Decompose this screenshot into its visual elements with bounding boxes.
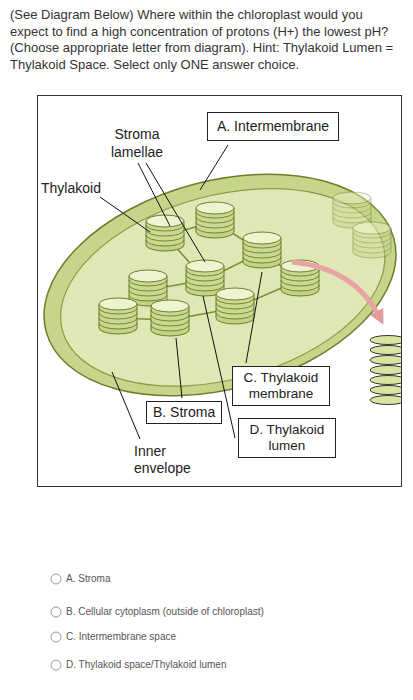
question-text: (See Diagram Below) Where within the chl… [10,7,403,73]
leader-line [100,197,150,232]
box-label: D. Thylakoid lumen [250,422,325,453]
label-box: B. Stroma [146,401,222,424]
radio-buttons [51,574,61,670]
radio-button [51,660,61,670]
radio-button [51,574,61,584]
outer-envelope [38,138,401,432]
answer-option: B. Cellular cytoplasm (outside of chloro… [66,605,264,618]
box-label: B. Stroma [153,404,215,420]
disc [370,386,401,395]
granum [151,300,189,336]
figure [38,138,401,432]
disc [370,396,401,405]
answer-option: D. Thylakoid space/Thylakoid lumen [66,658,226,671]
granum [353,222,391,258]
label-box: A. Intermembrane [207,112,339,141]
leader-line [146,163,205,262]
box-label: A. Intermembrane [217,118,329,134]
disc [370,376,401,385]
disc [370,356,401,365]
leader-line [112,372,140,439]
box-label: C. Thylakoid membrane [244,370,319,401]
disc [370,366,401,375]
leader-line [246,272,262,363]
zoom-arrow [292,262,380,318]
inner-envelope [39,156,401,420]
leader-line [176,338,182,398]
part-label: Thylakoid [41,180,101,197]
granum [243,232,281,268]
granum [146,215,184,251]
hidden-grana [333,192,391,258]
disc [370,336,401,345]
chloroplast-body [38,138,401,432]
answer-option: A. Stroma [66,572,110,585]
answer-option: C. Intermembrane space [66,630,176,643]
granum [216,288,254,324]
radio-button [51,632,61,642]
zoomed-granum [370,336,401,405]
radio-button [51,607,61,617]
granum [196,202,234,238]
label-box: D. Thylakoid lumen [238,418,336,458]
part-label: Stroma lamellae [97,125,177,161]
granum [99,298,137,334]
leader-line [200,145,228,190]
label-box: C. Thylakoid membrane [232,366,330,406]
disc [370,346,401,355]
part-label: Inner envelope [134,443,206,477]
